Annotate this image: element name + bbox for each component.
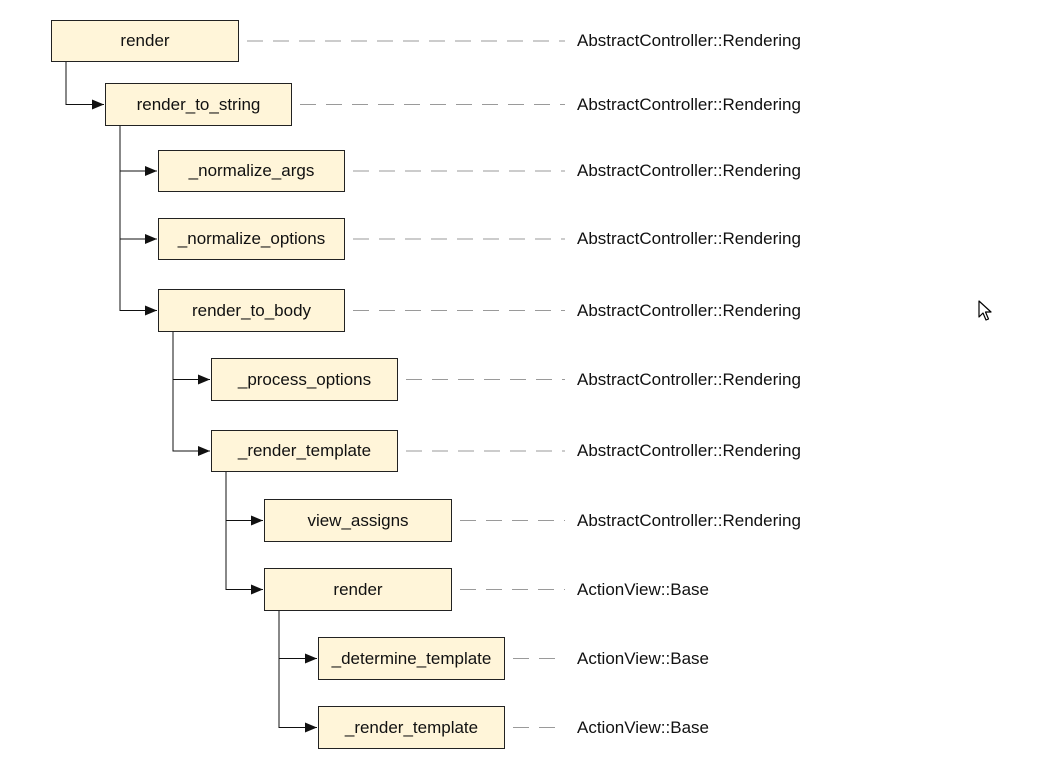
method-owner-label: AbstractController::Rendering [577, 441, 801, 460]
method-node: render_to_body [158, 289, 345, 332]
method-node: _normalize_options [158, 218, 345, 260]
call-connector-arrow [225, 472, 263, 595]
method-node: view_assigns [264, 499, 452, 542]
method-node: render [51, 20, 239, 62]
method-node: _normalize_args [158, 150, 345, 192]
method-node: _render_template [211, 430, 398, 472]
method-owner-label: AbstractController::Rendering [577, 369, 801, 389]
call-connector-arrow [65, 62, 104, 110]
method-node: _determine_template [318, 637, 505, 680]
call-connector-arrow [119, 126, 157, 244]
method-node: _process_options [211, 358, 398, 401]
method-node: render_to_string [105, 83, 292, 126]
mouse-pointer-icon [978, 300, 992, 321]
call-connector-arrow [119, 126, 157, 176]
method-node: _render_template [318, 706, 505, 749]
method-owner-label: AbstractController::Rendering [577, 31, 801, 50]
method-owner-label: ActionView::Base [577, 648, 709, 668]
call-connector-arrow [225, 472, 263, 526]
call-connector-arrow [278, 611, 317, 664]
method-owner-label: AbstractController::Rendering [577, 510, 801, 530]
call-connector-arrow [278, 611, 317, 733]
method-owner-label: AbstractController::Rendering [577, 300, 801, 320]
method-node: render [264, 568, 452, 611]
method-owner-label: ActionView::Base [577, 579, 709, 599]
method-owner-label: AbstractController::Rendering [577, 229, 801, 248]
method-owner-label: AbstractController::Rendering [577, 161, 801, 180]
method-owner-label: AbstractController::Rendering [577, 94, 801, 114]
method-owner-label: ActionView::Base [577, 717, 709, 737]
call-connector-arrow [172, 332, 210, 385]
call-connector-arrow [119, 126, 157, 316]
call-connector-arrow [172, 332, 210, 456]
